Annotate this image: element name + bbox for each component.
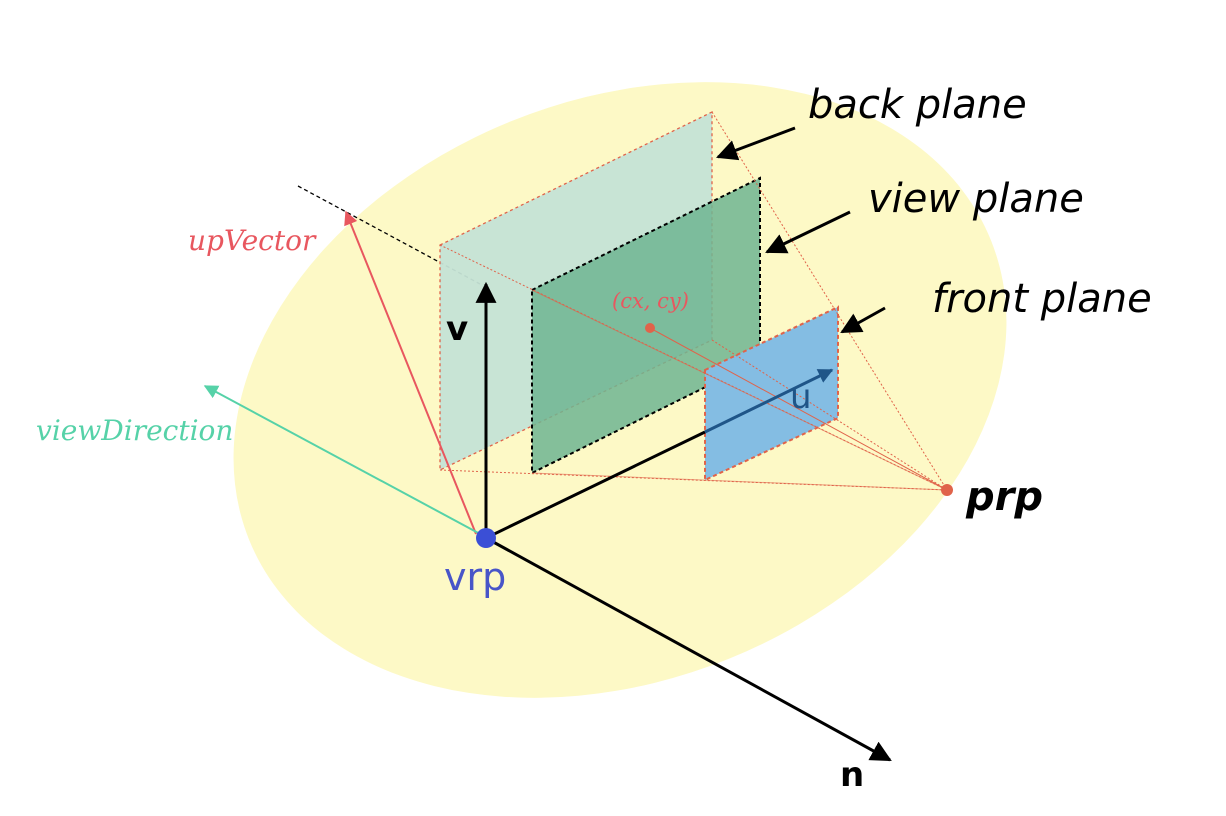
view-direction-arrow (203, 385, 483, 536)
up-vector-arrow (344, 210, 477, 535)
v-axis-label: v (446, 309, 468, 349)
front-plane-pointer (840, 306, 886, 334)
projection-lines (439, 111, 948, 491)
u-axis-line (485, 430, 706, 540)
front-plane (704, 305, 839, 482)
center-label: (cx, cy) (612, 289, 689, 313)
up-vector-label: upVector (188, 224, 317, 257)
view-plane-label: view plane (868, 176, 1084, 222)
vrp-point (476, 528, 496, 548)
back-plane-label: back plane (808, 82, 1027, 128)
n-axis-arrow (485, 536, 892, 762)
prp-label: prp (965, 474, 1043, 520)
front-plane-label: front plane (932, 276, 1152, 322)
back-plane-pointer (716, 126, 796, 161)
vrp-label: vrp (444, 555, 506, 599)
prp-point (941, 484, 953, 496)
center-point (645, 323, 655, 333)
view-plane-pointer (765, 210, 851, 254)
n-axis-label: n (840, 755, 864, 795)
u-axis-label: u (790, 377, 812, 417)
view-direction-label: viewDirection (36, 414, 233, 447)
u-axis-arrow (704, 368, 834, 434)
